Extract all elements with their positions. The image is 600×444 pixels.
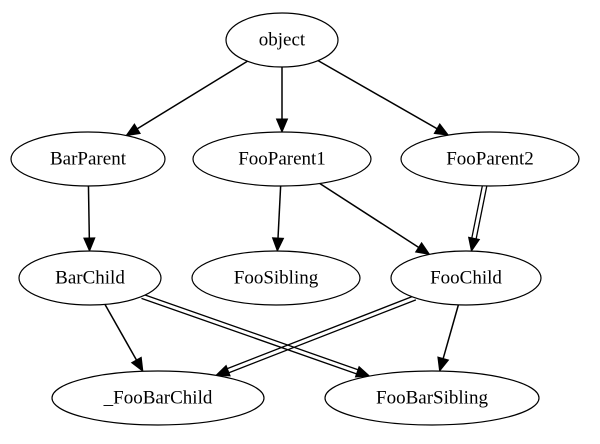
edge-line: [228, 299, 417, 374]
node-bar-parent: BarParent: [10, 131, 166, 187]
edge-line: [442, 304, 460, 359]
arrowhead: [214, 364, 231, 377]
edge-line: [319, 182, 420, 248]
edge-line: [317, 59, 438, 130]
node-label: FooSibling: [234, 268, 319, 289]
edge-line: [475, 186, 488, 239]
edge-object-to-foo-parent2: [317, 59, 450, 136]
node-label: FooParent1: [238, 149, 326, 170]
arrowhead: [130, 356, 144, 373]
edge-bar-child-to-foo-bar-sibling: [141, 293, 371, 378]
edge-line: [227, 295, 415, 370]
node-label: BarParent: [50, 149, 127, 170]
arrowhead: [271, 237, 285, 253]
node-label: FooParent2: [446, 149, 534, 170]
edge-foo-parent1-to-foo-sibling: [271, 185, 285, 253]
arrowhead: [467, 236, 481, 253]
node-foo-child: FooChild: [390, 250, 542, 306]
edge-object-to-foo-parent1: [275, 67, 289, 134]
edge-line: [277, 185, 282, 239]
edge-line: [141, 297, 357, 375]
edge-line: [471, 185, 484, 239]
arrowhead: [83, 237, 96, 253]
node-foo-parent2: FooParent2: [400, 131, 580, 187]
edges-layer: [83, 59, 488, 378]
node-label: FooChild: [430, 268, 502, 289]
edge-line: [136, 60, 248, 130]
node-ellipse: [225, 12, 339, 68]
node-label: object: [259, 30, 306, 51]
arrowhead: [433, 123, 450, 136]
node-label: _FooBarChild: [103, 388, 213, 409]
edge-foo-child-to-foo-bar-child: [214, 295, 417, 377]
node-ellipse: [192, 131, 372, 187]
arrowhead: [275, 118, 289, 134]
edge-foo-parent1-to-foo-child: [319, 182, 431, 256]
node-ellipse: [400, 131, 580, 187]
arrowhead: [414, 241, 431, 256]
node-foo-bar-child: _FooBarChild: [51, 370, 265, 426]
node-object: object: [225, 12, 339, 68]
edge-object-to-bar-parent: [125, 60, 248, 137]
arrowhead: [125, 123, 141, 137]
node-ellipse: [10, 131, 166, 187]
node-ellipse: [324, 370, 540, 426]
node-ellipse: [18, 250, 162, 306]
arrowhead: [437, 356, 450, 373]
node-bar-child: BarChild: [18, 250, 162, 306]
node-ellipse: [191, 250, 361, 306]
node-label: BarChild: [55, 268, 125, 289]
node-ellipse: [51, 370, 265, 426]
node-foo-sibling: FooSibling: [191, 250, 361, 306]
edge-line: [142, 293, 359, 371]
edge-bar-child-to-foo-bar-child: [104, 304, 144, 373]
edge-foo-parent2-to-foo-child: [467, 185, 488, 253]
node-label: FooBarSibling: [376, 388, 488, 409]
edge-foo-child-to-foo-bar-sibling: [437, 304, 460, 373]
edge-bar-parent-to-bar-child: [83, 185, 96, 253]
node-foo-bar-sibling: FooBarSibling: [324, 370, 540, 426]
edge-line: [87, 185, 91, 239]
edge-line: [104, 304, 138, 361]
node-ellipse: [390, 250, 542, 306]
node-foo-parent1: FooParent1: [192, 131, 372, 187]
arrowhead: [354, 365, 371, 378]
